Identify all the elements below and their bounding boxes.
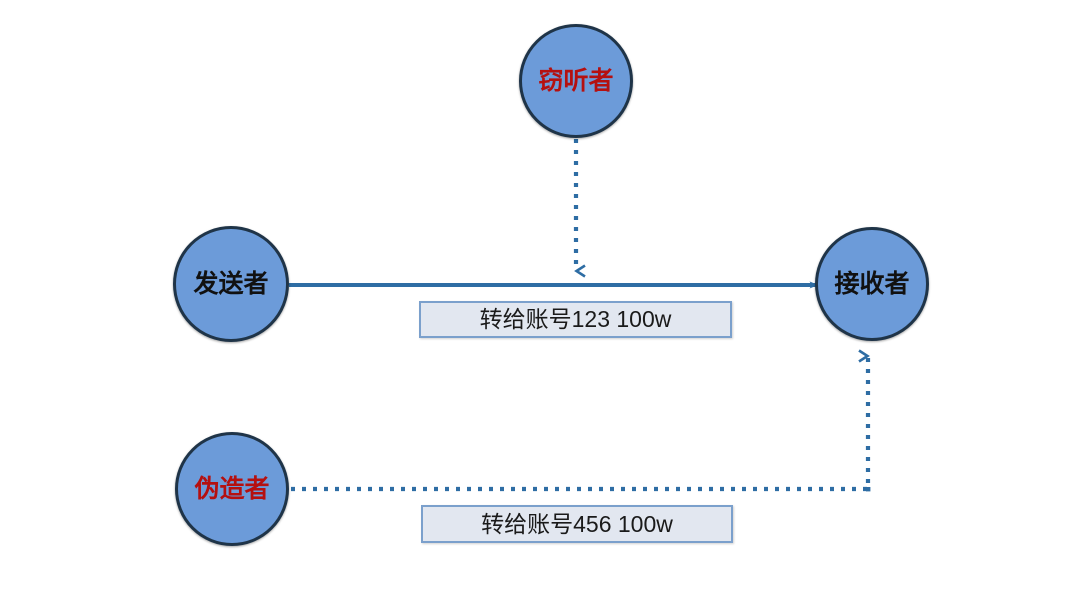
message-box-forged-text: 转给账号456 100w [481,510,673,537]
node-forger-label: 伪造者 [194,474,270,503]
node-receiver-label: 接收者 [834,269,910,298]
node-eavesdropper-label: 窃听者 [538,66,614,95]
connector-corner-dot [866,487,871,492]
message-box-forged: 转给账号456 100w [421,505,733,543]
node-receiver[interactable]: 接收者 [815,227,929,341]
message-box-genuine: 转给账号123 100w [419,301,732,338]
node-sender-label: 发送者 [193,269,269,298]
connector-forger-to-receiver [291,356,871,492]
node-forger[interactable]: 伪造者 [175,432,289,546]
node-sender[interactable]: 发送者 [173,226,289,342]
message-box-genuine-text: 转给账号123 100w [479,306,672,332]
node-eavesdropper[interactable]: 窃听者 [519,24,633,138]
